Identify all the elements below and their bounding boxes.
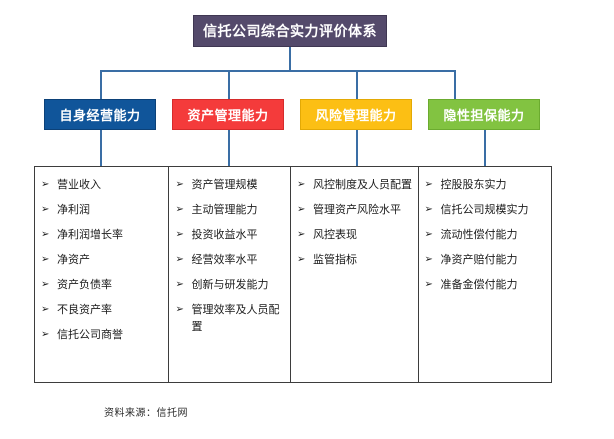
list-item: ➢ 创新与研发能力 [175, 277, 288, 294]
category-label-1: 自身经营能力 [59, 109, 141, 124]
category-label-3: 风险管理能力 [315, 109, 397, 124]
list-item-label: 主动管理能力 [191, 203, 258, 216]
list-item-label: 经营效率水平 [191, 253, 258, 266]
list-item-label: 风控表现 [313, 228, 358, 241]
list-item-label: 风控制度及人员配置 [313, 178, 413, 191]
arrow-bullet-icon: ➢ [424, 254, 433, 265]
category-box-implicit-guarantee[interactable]: 隐性担保能力 [428, 99, 540, 130]
connector-table-drop-2 [228, 130, 230, 166]
arrow-bullet-icon: ➢ [297, 229, 306, 240]
connector-title-stem [289, 47, 291, 70]
connector-drop-2 [228, 70, 230, 99]
arrow-bullet-icon: ➢ [41, 204, 50, 215]
category-box-asset-management[interactable]: 资产管理能力 [172, 99, 284, 130]
list-item: ➢ 净利润增长率 [41, 227, 166, 244]
connector-table-drop-1 [100, 130, 102, 166]
arrow-bullet-icon: ➢ [424, 279, 433, 290]
list-item-label: 净资产赔付能力 [440, 253, 518, 266]
list-item: ➢ 准备金偿付能力 [425, 277, 549, 294]
list-item-label: 控股股东实力 [440, 178, 507, 191]
list-item-label: 净利润 [57, 203, 90, 216]
list-item: ➢ 营业收入 [41, 177, 166, 194]
arrow-bullet-icon: ➢ [175, 254, 184, 265]
arrow-bullet-icon: ➢ [41, 179, 50, 190]
arrow-bullet-icon: ➢ [297, 204, 306, 215]
list-item: ➢ 资产负债率 [41, 277, 166, 294]
list-item: ➢ 信托公司规模实力 [425, 202, 549, 219]
category-label-2: 资产管理能力 [187, 109, 269, 124]
list-item: ➢ 管理资产风险水平 [297, 202, 416, 219]
arrow-bullet-icon: ➢ [424, 204, 433, 215]
list-item: ➢ 净资产赔付能力 [425, 252, 549, 269]
list-item-label: 净资产 [57, 253, 90, 266]
detail-column-risk-management: ➢ 风控制度及人员配置 ➢ 管理资产风险水平 ➢ 风控表现 ➢ 监管指标 [290, 167, 418, 382]
detail-column-implicit-guarantee: ➢ 控股股东实力 ➢ 信托公司规模实力 ➢ 流动性偿付能力 ➢ 净资产赔付能力 … [417, 167, 551, 382]
list-item-label: 信托公司商誉 [57, 328, 123, 341]
list-item-label: 准备金偿付能力 [440, 278, 518, 291]
arrow-bullet-icon: ➢ [175, 204, 184, 215]
connector-horizontal-bus [100, 70, 454, 72]
arrow-bullet-icon: ➢ [175, 229, 184, 240]
list-item-label: 资产负债率 [57, 278, 112, 291]
list-item-label: 营业收入 [57, 178, 101, 191]
list-item: ➢ 经营效率水平 [175, 252, 288, 269]
list-item: ➢ 风控表现 [297, 227, 416, 244]
arrow-bullet-icon: ➢ [41, 229, 50, 240]
list-item: ➢ 流动性偿付能力 [425, 227, 549, 244]
list-item: ➢ 管理效率及人员配置 [175, 302, 288, 335]
diagram-title-box: 信托公司综合实力评价体系 [193, 15, 387, 47]
list-item-label: 流动性偿付能力 [440, 228, 518, 241]
detail-column-self-operation: ➢ 营业收入 ➢ 净利润 ➢ 净利润增长率 ➢ 净资产 ➢ 资产负债率 ➢ 不良… [35, 167, 168, 382]
arrow-bullet-icon: ➢ [41, 279, 50, 290]
arrow-bullet-icon: ➢ [424, 229, 433, 240]
arrow-bullet-icon: ➢ [424, 179, 433, 190]
list-item: ➢ 风控制度及人员配置 [297, 177, 416, 194]
list-item: ➢ 控股股东实力 [425, 177, 549, 194]
connector-drop-4 [454, 70, 456, 99]
list-item: ➢ 不良资产率 [41, 302, 166, 319]
list-item: ➢ 信托公司商誉 [41, 327, 166, 344]
list-item-label: 资产管理规模 [191, 178, 258, 191]
source-note: 资料来源：信托网 [104, 408, 188, 419]
arrow-bullet-icon: ➢ [175, 304, 184, 315]
arrow-bullet-icon: ➢ [297, 179, 306, 190]
category-box-risk-management[interactable]: 风险管理能力 [300, 99, 412, 130]
list-item-label: 管理资产风险水平 [313, 203, 402, 216]
list-item: ➢ 净利润 [41, 202, 166, 219]
detail-column-asset-management: ➢ 资产管理规模 ➢ 主动管理能力 ➢ 投资收益水平 ➢ 经营效率水平 ➢ 创新… [168, 167, 290, 382]
arrow-bullet-icon: ➢ [41, 329, 50, 340]
list-item-label: 监管指标 [313, 253, 358, 266]
list-item-label: 不良资产率 [57, 303, 112, 316]
arrow-bullet-icon: ➢ [41, 254, 50, 265]
connector-drop-1 [100, 70, 102, 99]
connector-drop-3 [356, 70, 358, 99]
arrow-bullet-icon: ➢ [175, 279, 184, 290]
connector-table-drop-3 [356, 130, 358, 166]
detail-table: ➢ 营业收入 ➢ 净利润 ➢ 净利润增长率 ➢ 净资产 ➢ 资产负债率 ➢ 不良… [34, 166, 552, 383]
category-label-4: 隐性担保能力 [443, 109, 525, 124]
list-item-label: 净利润增长率 [57, 228, 123, 241]
list-item: ➢ 资产管理规模 [175, 177, 288, 194]
list-item: ➢ 净资产 [41, 252, 166, 269]
list-item: ➢ 监管指标 [297, 252, 416, 269]
arrow-bullet-icon: ➢ [175, 179, 184, 190]
list-item: ➢ 主动管理能力 [175, 202, 288, 219]
list-item: ➢ 投资收益水平 [175, 227, 288, 244]
arrow-bullet-icon: ➢ [297, 254, 306, 265]
list-item-label: 投资收益水平 [191, 228, 258, 241]
diagram-title-label: 信托公司综合实力评价体系 [203, 24, 377, 40]
list-item-label: 创新与研发能力 [191, 278, 269, 291]
list-item-label: 信托公司规模实力 [440, 203, 529, 216]
list-item-label: 管理效率及人员配置 [191, 303, 280, 333]
connector-table-drop-4 [484, 130, 486, 166]
arrow-bullet-icon: ➢ [41, 304, 50, 315]
category-box-self-operation[interactable]: 自身经营能力 [44, 99, 156, 130]
